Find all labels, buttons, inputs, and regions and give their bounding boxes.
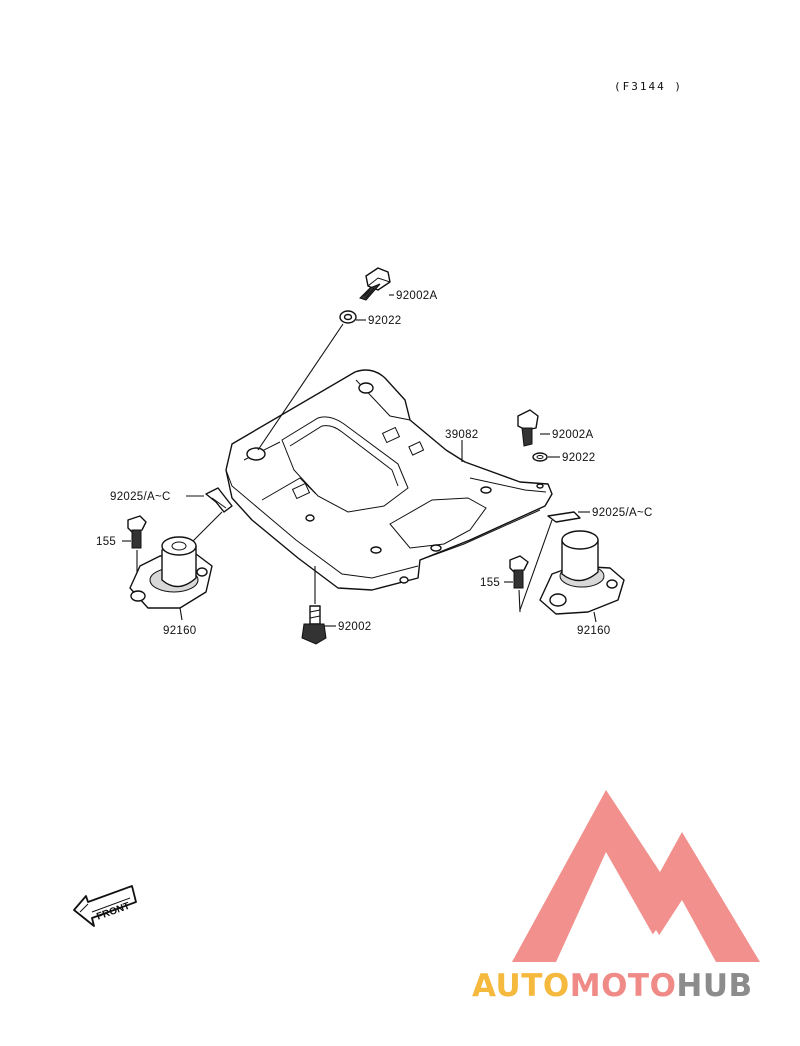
leader-line-top [257, 323, 344, 451]
washer-92022-right [532, 452, 548, 462]
leader-line-right-bolt [518, 589, 521, 613]
label-155-right: 155 [480, 577, 500, 589]
bolt-92002a-top [359, 267, 391, 301]
label-155-left: 155 [96, 536, 116, 548]
washer-92022-top [339, 310, 357, 324]
label-39082: 39082 [445, 429, 478, 441]
clip-92025-left [205, 487, 233, 513]
bolt-155-right [509, 555, 529, 589]
mount-92160-left [129, 536, 213, 609]
label-92025-left: 92025/A~C [110, 491, 171, 503]
brand-wordmark: AUTOMOTOHUB [472, 968, 753, 1004]
diagram-code: (F3144 ) [614, 80, 683, 93]
label-92160-right: 92160 [577, 625, 610, 637]
leader-line-right-clip [519, 519, 553, 611]
front-arrow: FRONT [73, 885, 137, 927]
mount-92160-right [539, 530, 625, 615]
label-92002a-right: 92002A [552, 429, 593, 441]
label-92025-right: 92025/A~C [592, 507, 653, 519]
clip-92025-right [547, 511, 581, 523]
bolt-155-left [127, 515, 147, 549]
label-92160-left: 92160 [163, 625, 196, 637]
bolt-92002a-right [517, 409, 539, 447]
label-92002-bottom: 92002 [338, 621, 371, 633]
label-92022-top: 92022 [368, 315, 401, 327]
label-92022-right: 92022 [562, 452, 595, 464]
bolt-92002-bottom [301, 605, 327, 645]
label-92002a-top: 92002A [396, 290, 437, 302]
brand-part-auto: AUTO [472, 968, 570, 1004]
bracket-39082 [225, 369, 553, 591]
brand-part-hub: HUB [676, 968, 752, 1004]
brand-part-moto: MOTO [570, 968, 677, 1004]
automotohub-logo-icon [512, 790, 760, 962]
